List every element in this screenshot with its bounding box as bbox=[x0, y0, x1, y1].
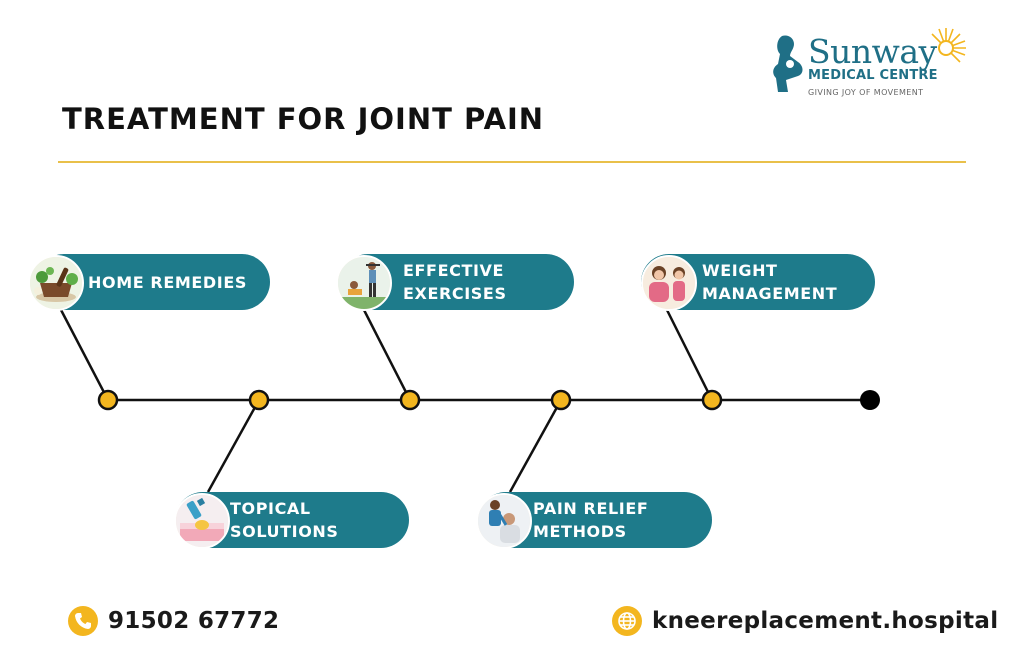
logo-subtitle: MEDICAL CENTRE bbox=[808, 68, 938, 83]
title-divider bbox=[58, 161, 966, 163]
footer-phone[interactable]: 91502 67772 bbox=[68, 604, 279, 638]
herbs-mortar-icon bbox=[28, 255, 84, 311]
treatment-label: WEIGHT MANAGEMENT bbox=[702, 261, 838, 303]
branch-line-pain-relief bbox=[508, 399, 563, 493]
branch-line-effective-exercises bbox=[361, 307, 412, 401]
knee-joint-logo-icon bbox=[773, 35, 803, 92]
sun-logo-icon bbox=[931, 28, 966, 63]
skin-cream-icon bbox=[174, 493, 230, 549]
physiotherapy-icon bbox=[476, 493, 532, 549]
footer-website[interactable]: kneereplacement.hospital bbox=[612, 604, 998, 638]
branch-line-weight-management bbox=[664, 307, 714, 401]
treatment-label: EFFECTIVE EXERCISES bbox=[403, 261, 507, 303]
logo-tagline: GIVING JOY OF MOVEMENT bbox=[808, 88, 924, 97]
branch-line-topical-solutions bbox=[206, 399, 261, 493]
phone-number[interactable]: 91502 67772 bbox=[108, 608, 280, 634]
website-link[interactable]: kneereplacement.hospital bbox=[652, 608, 999, 634]
node-topical-solutions bbox=[248, 389, 270, 411]
treatment-label: TOPICAL SOLUTIONS bbox=[230, 499, 339, 541]
node-home-remedies bbox=[97, 389, 119, 411]
branch-line-home-remedies bbox=[58, 307, 110, 401]
spine-end-dot bbox=[860, 390, 880, 410]
globe-icon bbox=[612, 606, 642, 636]
node-pain-relief bbox=[550, 389, 572, 411]
logo-brand-name: Sunway bbox=[808, 32, 937, 71]
treatment-label: PAIN RELIEF METHODS bbox=[533, 499, 649, 541]
exercise-people-icon bbox=[336, 255, 392, 311]
treatment-label: HOME REMEDIES bbox=[88, 272, 248, 292]
node-weight-management bbox=[701, 389, 723, 411]
node-effective-exercises bbox=[399, 389, 421, 411]
sunway-logo: Sunway MEDICAL CENTRE GIVING JOY OF MOVE… bbox=[768, 28, 968, 102]
weight-people-icon bbox=[641, 255, 697, 311]
page-title: TREATMENT FOR JOINT PAIN bbox=[62, 102, 545, 136]
phone-icon bbox=[68, 606, 98, 636]
